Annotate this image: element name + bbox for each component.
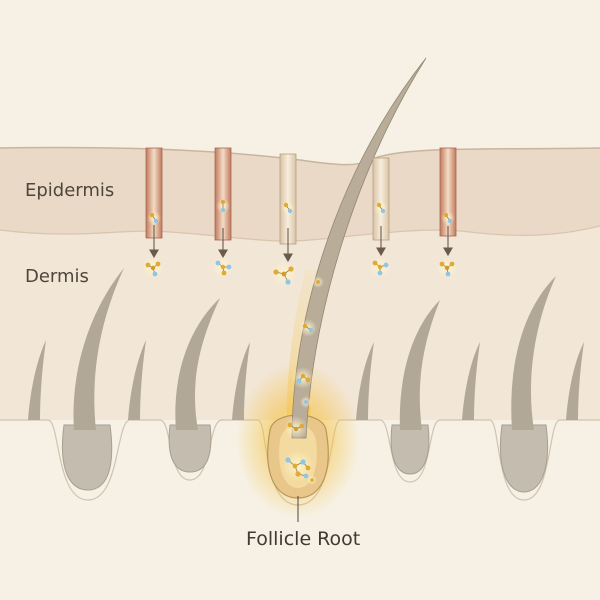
released-molecules [142, 256, 458, 287]
molecule-cluster [282, 450, 314, 482]
follicle-bulb [390, 424, 430, 475]
arrow-head [283, 253, 293, 263]
pore-tube [214, 147, 232, 241]
hair-shaft [73, 268, 124, 430]
background-follicles [61, 424, 549, 493]
shaft-molecules [282, 276, 324, 485]
molecule [147, 211, 161, 225]
hair-shaft [128, 340, 146, 420]
arrow-head [376, 247, 386, 257]
molecule [216, 199, 230, 213]
molecule [441, 211, 455, 225]
epidermis-dermis-boundary [0, 225, 600, 242]
molecule-cluster [142, 257, 164, 279]
molecule [300, 396, 312, 408]
hair-shaft [511, 276, 556, 430]
arrows [149, 225, 453, 263]
molecule [281, 201, 295, 215]
hair-shaft [28, 340, 46, 420]
follicle-bulb [168, 424, 212, 473]
epidermis-top-edge [0, 146, 600, 166]
hair-shaft [232, 342, 250, 420]
hair-shaft [462, 342, 480, 420]
molecule-cluster [369, 256, 391, 278]
pore-tubes [145, 147, 457, 245]
molecule [374, 201, 388, 215]
background-hairs [28, 268, 584, 430]
hair-shaft [356, 342, 374, 420]
molecules-in-tubes [147, 199, 455, 225]
arrow-head [218, 249, 228, 259]
arrow-head [443, 247, 453, 257]
follicle-bulb [61, 424, 113, 491]
hair-shaft [399, 300, 440, 430]
molecule-cluster [292, 367, 314, 389]
epidermis-label: Epidermis [25, 180, 115, 201]
follicle-bulb [499, 424, 549, 493]
hair-shaft [566, 342, 584, 420]
follicle-root-label: Follicle Root [246, 528, 361, 550]
molecule [299, 319, 317, 337]
arrow-head [149, 249, 159, 259]
dermis-label: Dermis [25, 266, 89, 287]
molecule-cluster [436, 257, 458, 279]
molecule-cluster [271, 261, 297, 287]
molecule [307, 475, 317, 485]
hair-shaft [175, 298, 220, 430]
molecule-cluster [212, 256, 234, 278]
molecule [312, 276, 324, 288]
molecule-cluster [284, 416, 308, 440]
